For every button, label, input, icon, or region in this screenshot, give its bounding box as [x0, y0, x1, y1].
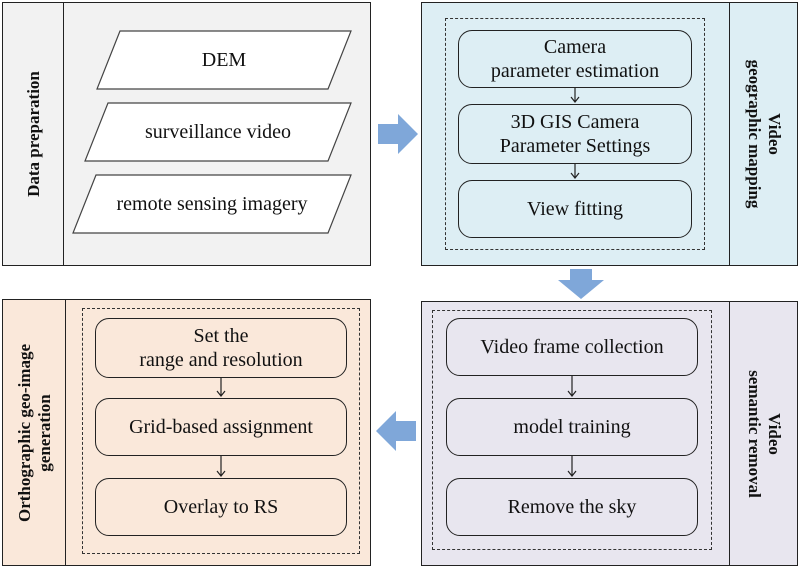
input-surveillance-video-label: surveillance video	[144, 120, 292, 143]
gis-camera-settings-step: 3D GIS Camera Parameter Settings	[458, 104, 692, 164]
orthographic-dashed-group	[82, 308, 360, 554]
mapping-dashed-group	[445, 18, 705, 250]
input-dem-label: DEM	[201, 48, 247, 71]
remove-sky-label: Remove the sky	[507, 496, 637, 518]
orthographic-generation-title: Orthographic geo-image generation	[14, 343, 54, 522]
down-step-arrow	[216, 456, 226, 477]
video-geographic-mapping-sidebar: Video geographic mapping	[729, 2, 798, 266]
camera-parameter-estimation-step: Camera parameter estimation	[458, 30, 692, 88]
down-step-arrow	[567, 376, 577, 397]
down-step-arrow	[570, 164, 580, 179]
gis-camera-settings-label: 3D GIS Camera Parameter Settings	[499, 111, 651, 157]
model-training-step: model training	[446, 398, 698, 456]
view-fitting-label: View fitting	[526, 198, 623, 220]
video-semantic-removal-sidebar: Video semantic removal	[729, 301, 798, 566]
removal-dashed-group	[432, 310, 712, 550]
video-frame-collection-step: Video frame collection	[446, 318, 698, 376]
down-step-arrow	[570, 88, 580, 103]
model-training-label: model training	[513, 416, 631, 438]
video-geographic-mapping-title: Video geographic mapping	[744, 59, 784, 209]
overlay-rs-label: Overlay to RS	[163, 496, 279, 518]
video-semantic-removal-title: Video semantic removal	[744, 369, 784, 498]
range-resolution-step: Set the range and resolution	[95, 318, 347, 378]
grid-assignment-step: Grid-based assignment	[95, 398, 347, 456]
data-preparation-sidebar: Data preparation	[2, 2, 65, 266]
down-step-arrow	[216, 378, 226, 397]
data-preparation-title: Data preparation	[23, 71, 43, 197]
input-remote-sensing: remote sensing imagery	[72, 174, 352, 234]
remove-sky-step: Remove the sky	[446, 478, 698, 536]
right-flow-arrow	[378, 114, 418, 154]
view-fitting-step: View fitting	[458, 180, 692, 238]
down-step-arrow	[567, 456, 577, 477]
down-flow-arrow	[558, 269, 604, 299]
grid-assignment-label: Grid-based assignment	[129, 416, 313, 438]
input-dem: DEM	[96, 30, 352, 90]
input-remote-sensing-label: remote sensing imagery	[116, 192, 308, 215]
range-resolution-label: Set the range and resolution	[139, 325, 303, 371]
camera-parameter-estimation-label: Camera parameter estimation	[490, 36, 660, 82]
overlay-rs-step: Overlay to RS	[95, 478, 347, 536]
left-flow-arrow	[376, 411, 416, 451]
video-frame-collection-label: Video frame collection	[480, 336, 664, 358]
input-surveillance-video: surveillance video	[84, 102, 352, 162]
orthographic-generation-sidebar: Orthographic geo-image generation	[2, 299, 67, 566]
